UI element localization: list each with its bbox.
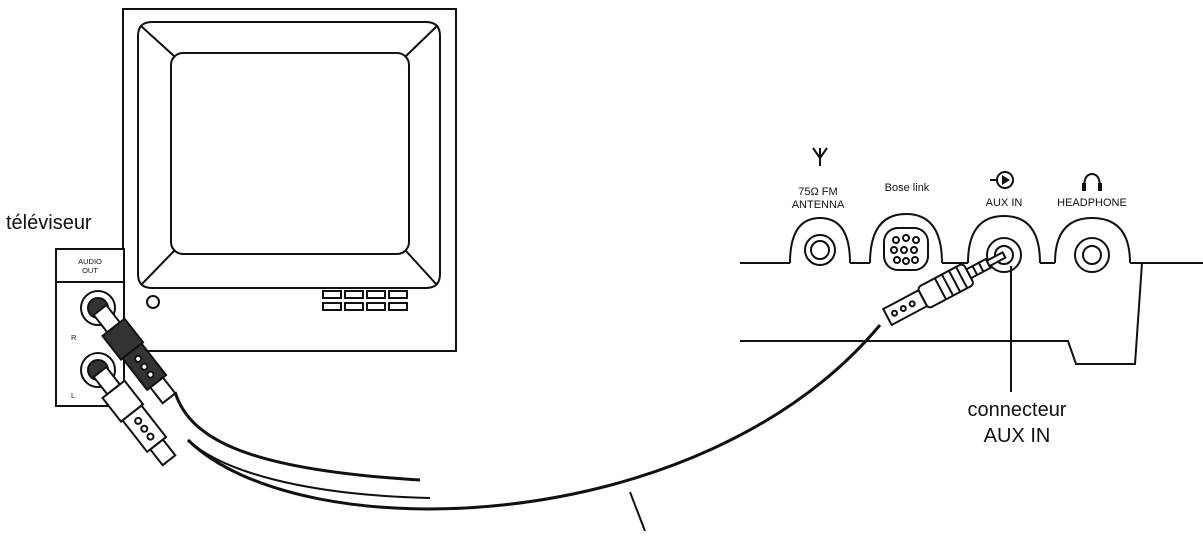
headphone-icon <box>1082 172 1102 191</box>
bose-link-port: Bose link <box>869 182 943 271</box>
cable-branch-r <box>173 391 421 482</box>
aux-in-label: AUX IN <box>986 197 1023 209</box>
jack-l-label: L <box>71 391 75 400</box>
bose-link-label: Bose link <box>885 182 930 194</box>
system-rear-panel: 75Ω FM ANTENNA Bose link <box>740 147 1203 365</box>
audio-panel-subtitle: OUT <box>82 266 98 275</box>
fm-antenna-label-line2: ANTENNA <box>792 199 845 211</box>
tv-control-buttons <box>322 290 408 311</box>
fm-antenna-port: 75Ω FM ANTENNA <box>789 147 851 266</box>
rca-plug-right <box>92 303 177 405</box>
antenna-icon <box>812 147 828 166</box>
power-indicator <box>146 295 160 309</box>
audio-cable <box>173 324 882 532</box>
tv-label: téléviseur <box>6 212 92 234</box>
cable-main <box>186 324 882 511</box>
headphone-label: HEADPHONE <box>1057 197 1127 209</box>
television <box>122 8 457 352</box>
jack-r-label: R <box>71 333 77 342</box>
aux-callout-line2: AUX IN <box>984 425 1051 447</box>
audio-panel-title: AUDIO <box>78 257 102 266</box>
tv-screen <box>170 52 410 255</box>
rca-plug-left <box>92 365 177 467</box>
panel-lower-edge <box>740 262 1143 365</box>
headphone-port: HEADPHONE <box>1054 172 1131 273</box>
fm-antenna-label-line1: 75Ω FM <box>798 186 837 198</box>
mini-jack-plug <box>881 250 1007 327</box>
cable-branch-l <box>187 439 431 499</box>
aux-in-icon <box>990 171 1014 189</box>
tv-bezel <box>137 21 441 289</box>
aux-callout-line1: connecteur <box>968 399 1067 421</box>
cable-pointer <box>629 491 646 532</box>
